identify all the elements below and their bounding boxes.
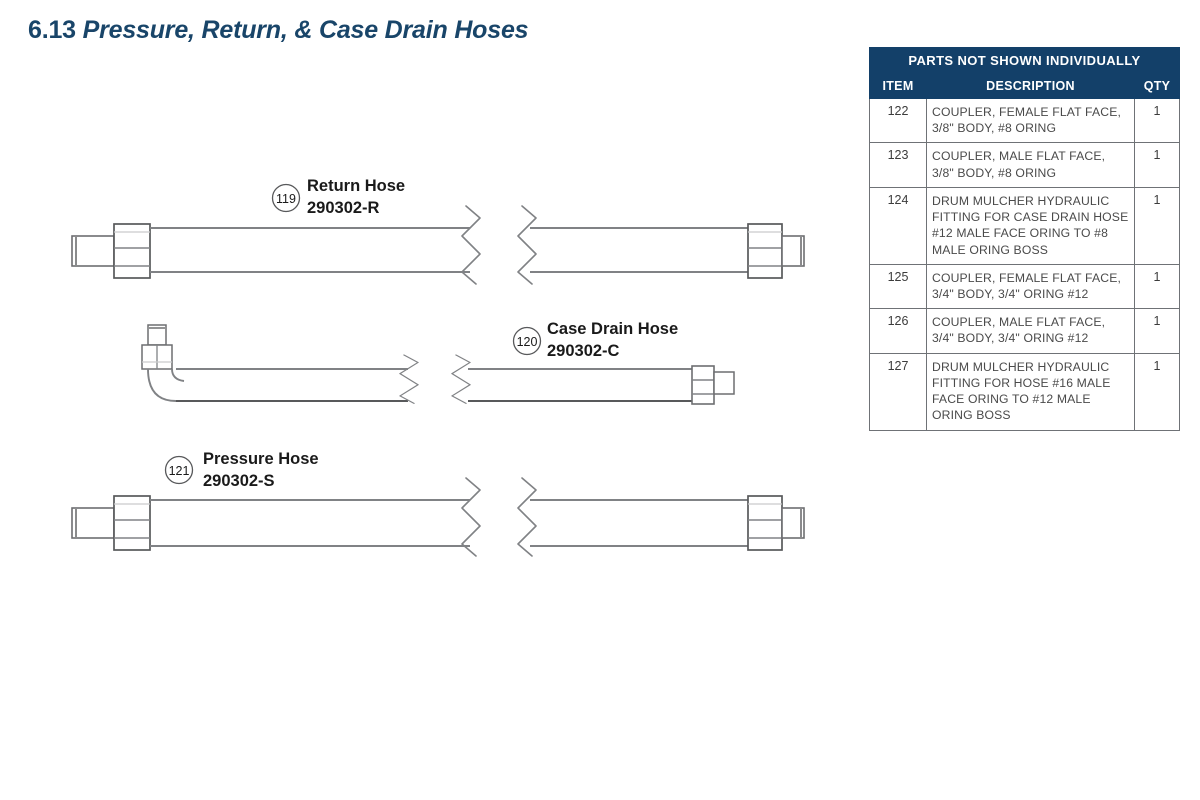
cell-description: COUPLER, FEMALE FLAT FACE, 3/4" BODY, 3/… (926, 263, 1135, 310)
cell-item: 122 (869, 97, 927, 144)
callout-bubble-121: 121 (164, 455, 194, 485)
page-title-text: Pressure, Return, & Case Drain Hoses (82, 16, 529, 44)
cell-qty: 1 (1134, 186, 1180, 265)
column-header-description: DESCRIPTION (926, 74, 1135, 99)
cell-item: 124 (869, 186, 927, 265)
callout-bubble-119: 119 (271, 183, 301, 213)
cell-qty: 1 (1134, 97, 1180, 144)
pressure-hose-drawing (71, 477, 805, 557)
case-drain-hose-drawing (141, 324, 735, 405)
cell-item: 126 (869, 308, 927, 354)
parts-table-header-row: ITEM DESCRIPTION QTY (869, 74, 1180, 99)
callout-label-return-hose: Return Hose 290302-R (307, 176, 405, 220)
callout-part-number: 290302-C (547, 341, 620, 360)
parts-table-body: 122 COUPLER, FEMALE FLAT FACE, 3/8" BODY… (869, 97, 1180, 431)
column-header-qty: QTY (1134, 74, 1180, 99)
table-row: 124 DRUM MULCHER HYDRAULIC FITTING FOR C… (869, 186, 1180, 265)
page-title: 6.13 Pressure, Return, & Case Drain Hose… (28, 16, 529, 45)
cell-qty: 1 (1134, 263, 1180, 310)
parts-table-title: PARTS NOT SHOWN INDIVIDUALLY (869, 47, 1180, 75)
callout-name: Case Drain Hose (547, 320, 679, 338)
table-row: 127 DRUM MULCHER HYDRAULIC FITTING FOR H… (869, 352, 1180, 431)
table-row: 126 COUPLER, MALE FLAT FACE, 3/4" BODY, … (869, 308, 1180, 354)
cell-item: 123 (869, 142, 927, 188)
svg-text:120: 120 (517, 335, 538, 349)
return-hose-drawing (71, 205, 805, 285)
callout-label-pressure-hose: Pressure Hose 290302-S (203, 449, 319, 493)
callout-name: Pressure Hose (203, 450, 319, 468)
svg-text:121: 121 (169, 464, 190, 478)
table-row: 122 COUPLER, FEMALE FLAT FACE, 3/8" BODY… (869, 97, 1180, 144)
callout-name: Return Hose (307, 177, 406, 195)
cell-description: COUPLER, FEMALE FLAT FACE, 3/8" BODY, #8… (926, 97, 1135, 144)
column-header-item: ITEM (869, 74, 927, 99)
cell-description: DRUM MULCHER HYDRAULIC FITTING FOR HOSE … (926, 352, 1135, 431)
callout-part-number: 290302-S (203, 471, 275, 490)
cell-qty: 1 (1134, 308, 1180, 354)
svg-text:119: 119 (276, 192, 296, 206)
cell-item: 125 (869, 263, 927, 310)
cell-description: COUPLER, MALE FLAT FACE, 3/4" BODY, 3/4"… (926, 308, 1135, 354)
table-row: 125 COUPLER, FEMALE FLAT FACE, 3/4" BODY… (869, 263, 1180, 310)
cell-item: 127 (869, 352, 927, 431)
hose-assembly-drawing: 119 120 (71, 183, 805, 557)
cell-description: DRUM MULCHER HYDRAULIC FITTING FOR CASE … (926, 186, 1135, 265)
section-number: 6.13 (28, 16, 76, 44)
cell-description: COUPLER, MALE FLAT FACE, 3/8" BODY, #8 O… (926, 142, 1135, 188)
table-row: 123 COUPLER, MALE FLAT FACE, 3/8" BODY, … (869, 142, 1180, 188)
parts-not-shown-table: PARTS NOT SHOWN INDIVIDUALLY ITEM DESCRI… (869, 47, 1180, 431)
callout-label-case-drain-hose: Case Drain Hose 290302-C (547, 319, 678, 363)
cell-qty: 1 (1134, 352, 1180, 431)
callout-part-number: 290302-R (307, 198, 380, 217)
cell-qty: 1 (1134, 142, 1180, 188)
callout-bubble-120: 120 (512, 326, 542, 356)
